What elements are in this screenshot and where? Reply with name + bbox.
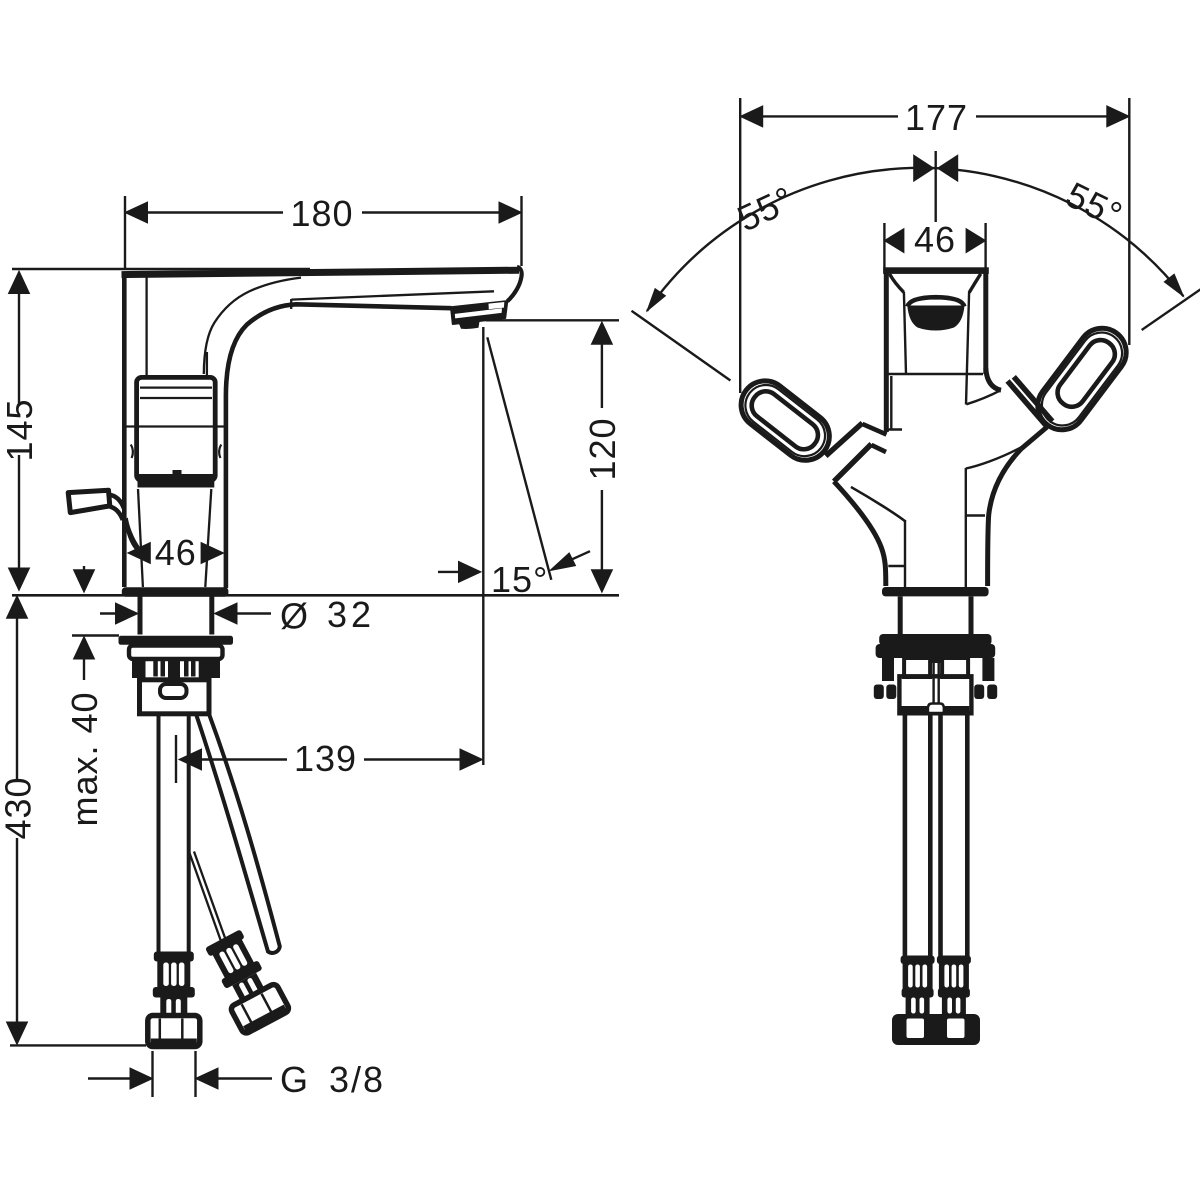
svg-text:G: G <box>280 1059 309 1100</box>
svg-text:430: 430 <box>0 776 39 839</box>
svg-text:Ø: Ø <box>280 596 309 637</box>
svg-text:max. 40: max. 40 <box>64 691 105 826</box>
svg-text:180: 180 <box>290 193 353 234</box>
svg-text:46: 46 <box>914 219 956 260</box>
svg-text:139: 139 <box>294 738 357 779</box>
svg-text:145: 145 <box>0 398 40 461</box>
svg-text:120: 120 <box>582 417 623 480</box>
svg-text:46: 46 <box>155 532 197 573</box>
svg-text:177: 177 <box>905 97 968 138</box>
svg-text:3/8: 3/8 <box>329 1059 385 1100</box>
svg-text:32: 32 <box>327 594 375 635</box>
svg-text:15°: 15° <box>491 559 548 600</box>
